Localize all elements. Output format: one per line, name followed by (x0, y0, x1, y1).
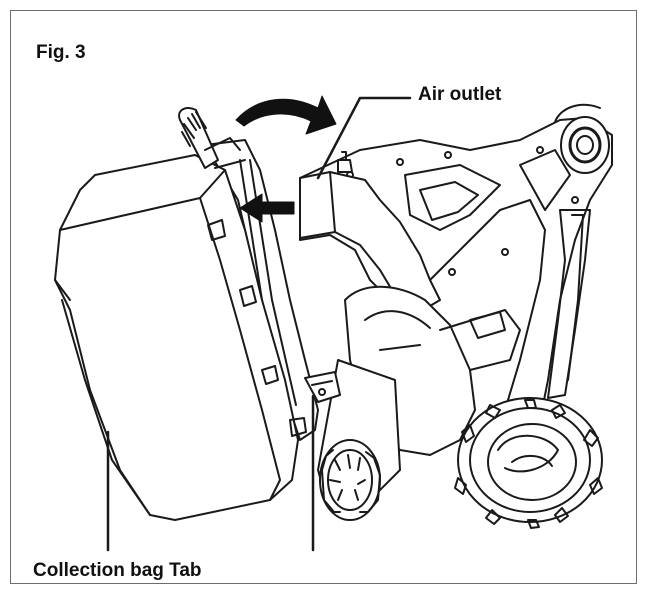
air-outlet-duct (299, 151, 441, 313)
collection-bag (54, 139, 319, 521)
rotate-arrow-icon (235, 95, 337, 135)
push-arrow-icon (239, 193, 295, 223)
collection-bag-tab-label: Collection bag Tab (33, 560, 202, 581)
wheel (454, 397, 603, 529)
axle-knob (554, 103, 610, 174)
figure-label: Fig. 3 (36, 42, 86, 63)
air-outlet-label: Air outlet (418, 84, 502, 105)
bag-handle (178, 107, 246, 169)
bag-connector (304, 371, 341, 403)
intake-tube (317, 359, 401, 521)
air-outlet-leader-line (316, 96, 412, 180)
